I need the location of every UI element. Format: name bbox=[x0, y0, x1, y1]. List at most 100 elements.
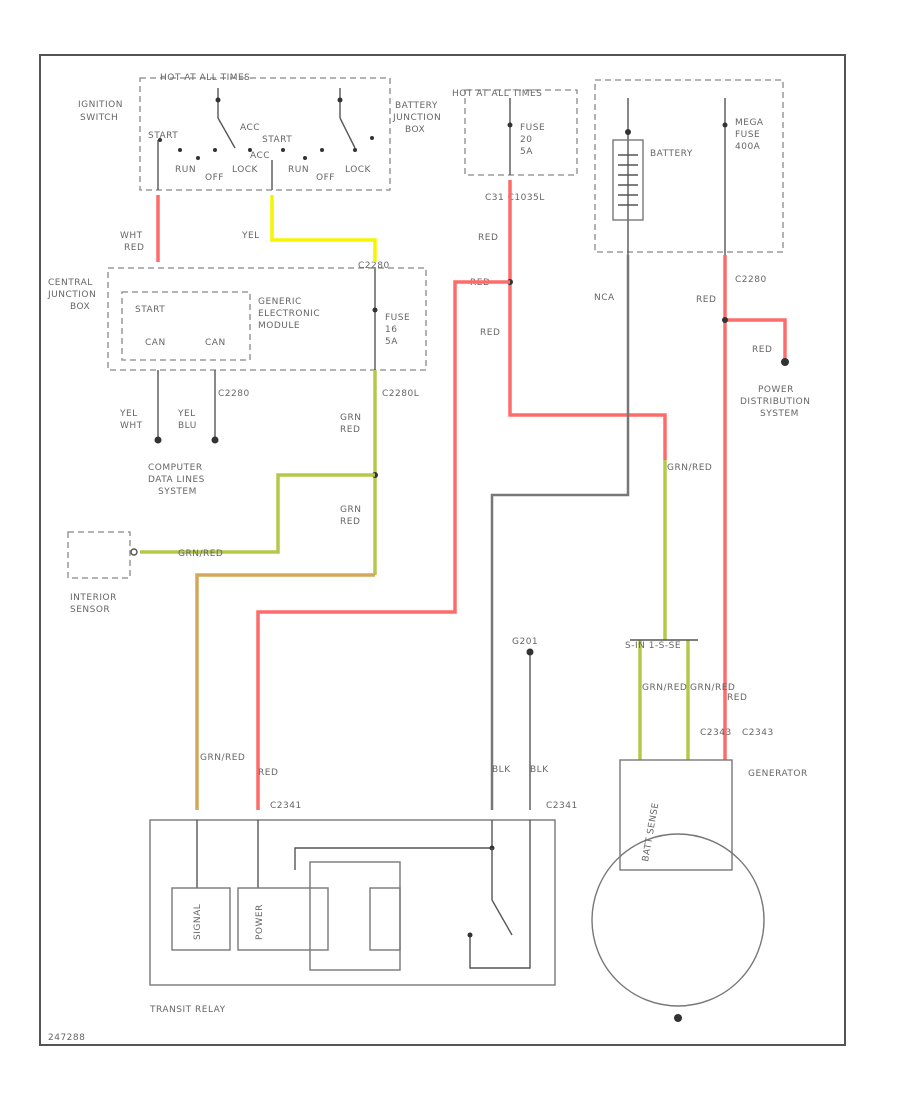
g201-label: G201 bbox=[512, 637, 538, 647]
yel-label: YEL bbox=[241, 231, 260, 241]
megafuse-line3: 400A bbox=[735, 142, 761, 152]
cjb-connector-top: C2280 bbox=[358, 261, 390, 271]
cdl-line2: DATA LINES bbox=[148, 475, 205, 485]
transit-relay-box bbox=[149, 819, 556, 986]
s-tags-label: S-IN 1-S-SE bbox=[625, 641, 681, 651]
bjb-connector-label: C31 C1035L bbox=[485, 193, 545, 203]
wire-tag-1: GRN/RED bbox=[200, 753, 245, 763]
sw-start-2: START bbox=[262, 135, 292, 145]
wht-red-1: WHT bbox=[120, 231, 143, 241]
relay-signal-label: SIGNAL bbox=[193, 904, 203, 940]
relay-signal-block bbox=[171, 887, 231, 951]
wire-yel bbox=[270, 195, 377, 262]
bjb-label-line1: BATTERY bbox=[395, 101, 438, 111]
pds-line1: POWER bbox=[758, 385, 794, 395]
cjb-label-line3: BOX bbox=[70, 302, 90, 312]
central-junction-box bbox=[107, 267, 427, 371]
cjb-label-line1: CENTRAL bbox=[48, 278, 93, 288]
gem-line2: ELECTRONIC bbox=[258, 309, 320, 319]
wire-tag-4: BLK bbox=[530, 765, 549, 775]
ground-g201-symbol bbox=[526, 648, 534, 656]
wire-grn-red-relay bbox=[195, 573, 375, 810]
ignition-label-line1: IGNITION bbox=[78, 100, 123, 110]
generator-symbol bbox=[591, 833, 765, 1007]
battery-label: BATTERY bbox=[650, 149, 693, 159]
cjb-label-line2: JUNCTION bbox=[47, 290, 96, 300]
wire-grn-red-sensor bbox=[140, 473, 375, 554]
grn-red-wire-label: GRN/RED bbox=[178, 549, 223, 559]
can-1: CAN bbox=[145, 338, 166, 348]
grn-red-1b: RED bbox=[340, 425, 360, 435]
wire-tag-7: GRN/RED bbox=[642, 683, 687, 693]
bjb-fuse-box bbox=[464, 89, 578, 176]
relay-ground-wire bbox=[469, 820, 531, 969]
yel-blu-1: YEL bbox=[177, 409, 196, 419]
sw-run-2: RUN bbox=[288, 165, 309, 175]
battery-symbol bbox=[612, 139, 644, 221]
relay-coil bbox=[369, 887, 401, 951]
c2280-left: C2280 bbox=[218, 389, 250, 399]
footer-code: 247288 bbox=[48, 1033, 85, 1043]
bjb-label-line2: JUNCTION bbox=[392, 113, 441, 123]
battery-cells bbox=[618, 154, 638, 206]
red-label-d: RED bbox=[696, 295, 716, 305]
sw-run-1: RUN bbox=[175, 165, 196, 175]
yel-blu-2: BLU bbox=[178, 421, 197, 431]
transit-relay-label: TRANSIT RELAY bbox=[149, 1005, 226, 1015]
interior-sensor-line1: INTERIOR bbox=[70, 593, 117, 603]
fuse20-line1: FUSE bbox=[520, 123, 545, 133]
yel-wht-2: WHT bbox=[120, 421, 143, 431]
interior-sensor-line2: SENSOR bbox=[70, 605, 110, 615]
wire-red-relay bbox=[256, 280, 510, 810]
hot-at-all-times-label-2: HOT AT ALL TIMES bbox=[452, 89, 542, 99]
wire-tag-2: RED bbox=[258, 768, 278, 778]
pds-line2: DISTRIBUTION bbox=[740, 397, 810, 407]
wht-red-2: RED bbox=[124, 243, 144, 253]
gem-line1: GENERIC bbox=[258, 297, 302, 307]
sw-acc-2: ACC bbox=[250, 151, 270, 161]
gem-box bbox=[121, 291, 251, 361]
wire-red-bjb bbox=[508, 180, 667, 460]
c-tag-1: C2341 bbox=[270, 801, 302, 811]
can-2: CAN bbox=[205, 338, 226, 348]
fuse16-line2: 16 bbox=[385, 325, 397, 335]
red-label-c: RED bbox=[480, 328, 500, 338]
sw-lock-1: LOCK bbox=[232, 165, 259, 175]
wire-tag-3: BLK bbox=[492, 765, 511, 775]
c-tag-3: C2343 bbox=[700, 728, 732, 738]
c2280-right: C2280L bbox=[382, 389, 419, 399]
interior-sensor-box bbox=[67, 531, 131, 579]
ignition-switch-box bbox=[139, 77, 391, 191]
batt-sense-label: BATT SENSE bbox=[641, 802, 661, 863]
relay-power-block bbox=[237, 887, 329, 951]
c-tag-4: C2343 bbox=[742, 728, 774, 738]
fuse16-line1: FUSE bbox=[385, 313, 410, 323]
nca-label: NCA bbox=[594, 293, 615, 303]
grn-red-2b: RED bbox=[340, 517, 360, 527]
yel-wht-1: YEL bbox=[119, 409, 138, 419]
sw-off-2: OFF bbox=[316, 173, 335, 183]
grn-red-2a: GRN bbox=[340, 505, 361, 515]
c2280-right-top: C2280 bbox=[735, 275, 767, 285]
megafuse-line1: MEGA bbox=[735, 118, 764, 128]
wire-tag-6: GRN/RED bbox=[667, 463, 712, 473]
ignition-switch-contacts bbox=[157, 88, 374, 190]
ignition-label-line2: SWITCH bbox=[80, 113, 118, 123]
fuse20-line2: 20 bbox=[520, 135, 532, 145]
interior-sensor-pin bbox=[130, 548, 138, 556]
battery-box bbox=[594, 79, 784, 253]
bjb-label-line3: BOX bbox=[405, 125, 425, 135]
start-box-label: START bbox=[135, 305, 165, 315]
sw-acc-1: ACC bbox=[240, 123, 260, 133]
sw-start-1: START bbox=[148, 131, 178, 141]
red-label-e: RED bbox=[752, 345, 772, 355]
pds-line3: SYSTEM bbox=[760, 409, 799, 419]
gem-line3: MODULE bbox=[258, 321, 300, 331]
fuse16-line3: 5A bbox=[385, 337, 398, 347]
megafuse-line2: FUSE bbox=[735, 130, 760, 140]
c-tag-2: C2341 bbox=[546, 801, 578, 811]
cdl-line1: COMPUTER bbox=[148, 463, 203, 473]
cdl-line3: SYSTEM bbox=[158, 487, 197, 497]
wire-nca bbox=[490, 255, 630, 810]
wire-tag-5: RED bbox=[727, 693, 747, 703]
